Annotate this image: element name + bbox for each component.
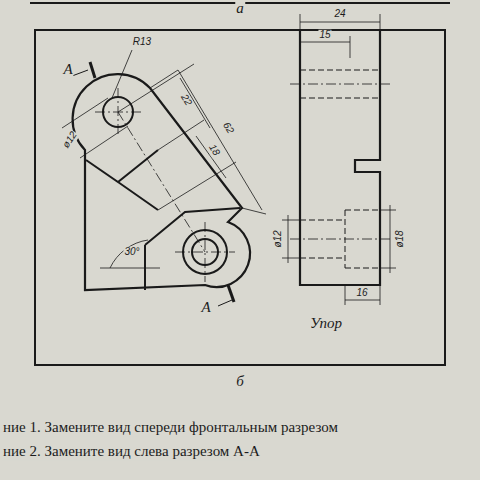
width-dim: 15	[318, 30, 331, 41]
task-note: ние 1. Замените вид спереди фронтальным …	[2, 420, 339, 436]
diameter-dim: ø18	[395, 229, 406, 248]
part-name: Упор	[309, 316, 343, 332]
section-mark: A	[200, 300, 211, 316]
length-dim: 62	[220, 120, 236, 137]
radius-dim: R13	[132, 37, 152, 48]
task-note: ние 2. Замените вид слева разрезом А-А	[2, 444, 261, 460]
sheet-letter: б	[235, 374, 245, 390]
width-dim: 16	[355, 288, 368, 299]
sheet-letter: а	[235, 1, 245, 17]
diameter-dim: ø12	[273, 229, 284, 248]
width-dim: 24	[333, 9, 346, 20]
angle-dim: 30°	[123, 247, 140, 258]
section-mark: A	[62, 62, 73, 78]
length-dim: 18	[206, 142, 222, 159]
length-dim: 22	[178, 92, 194, 109]
